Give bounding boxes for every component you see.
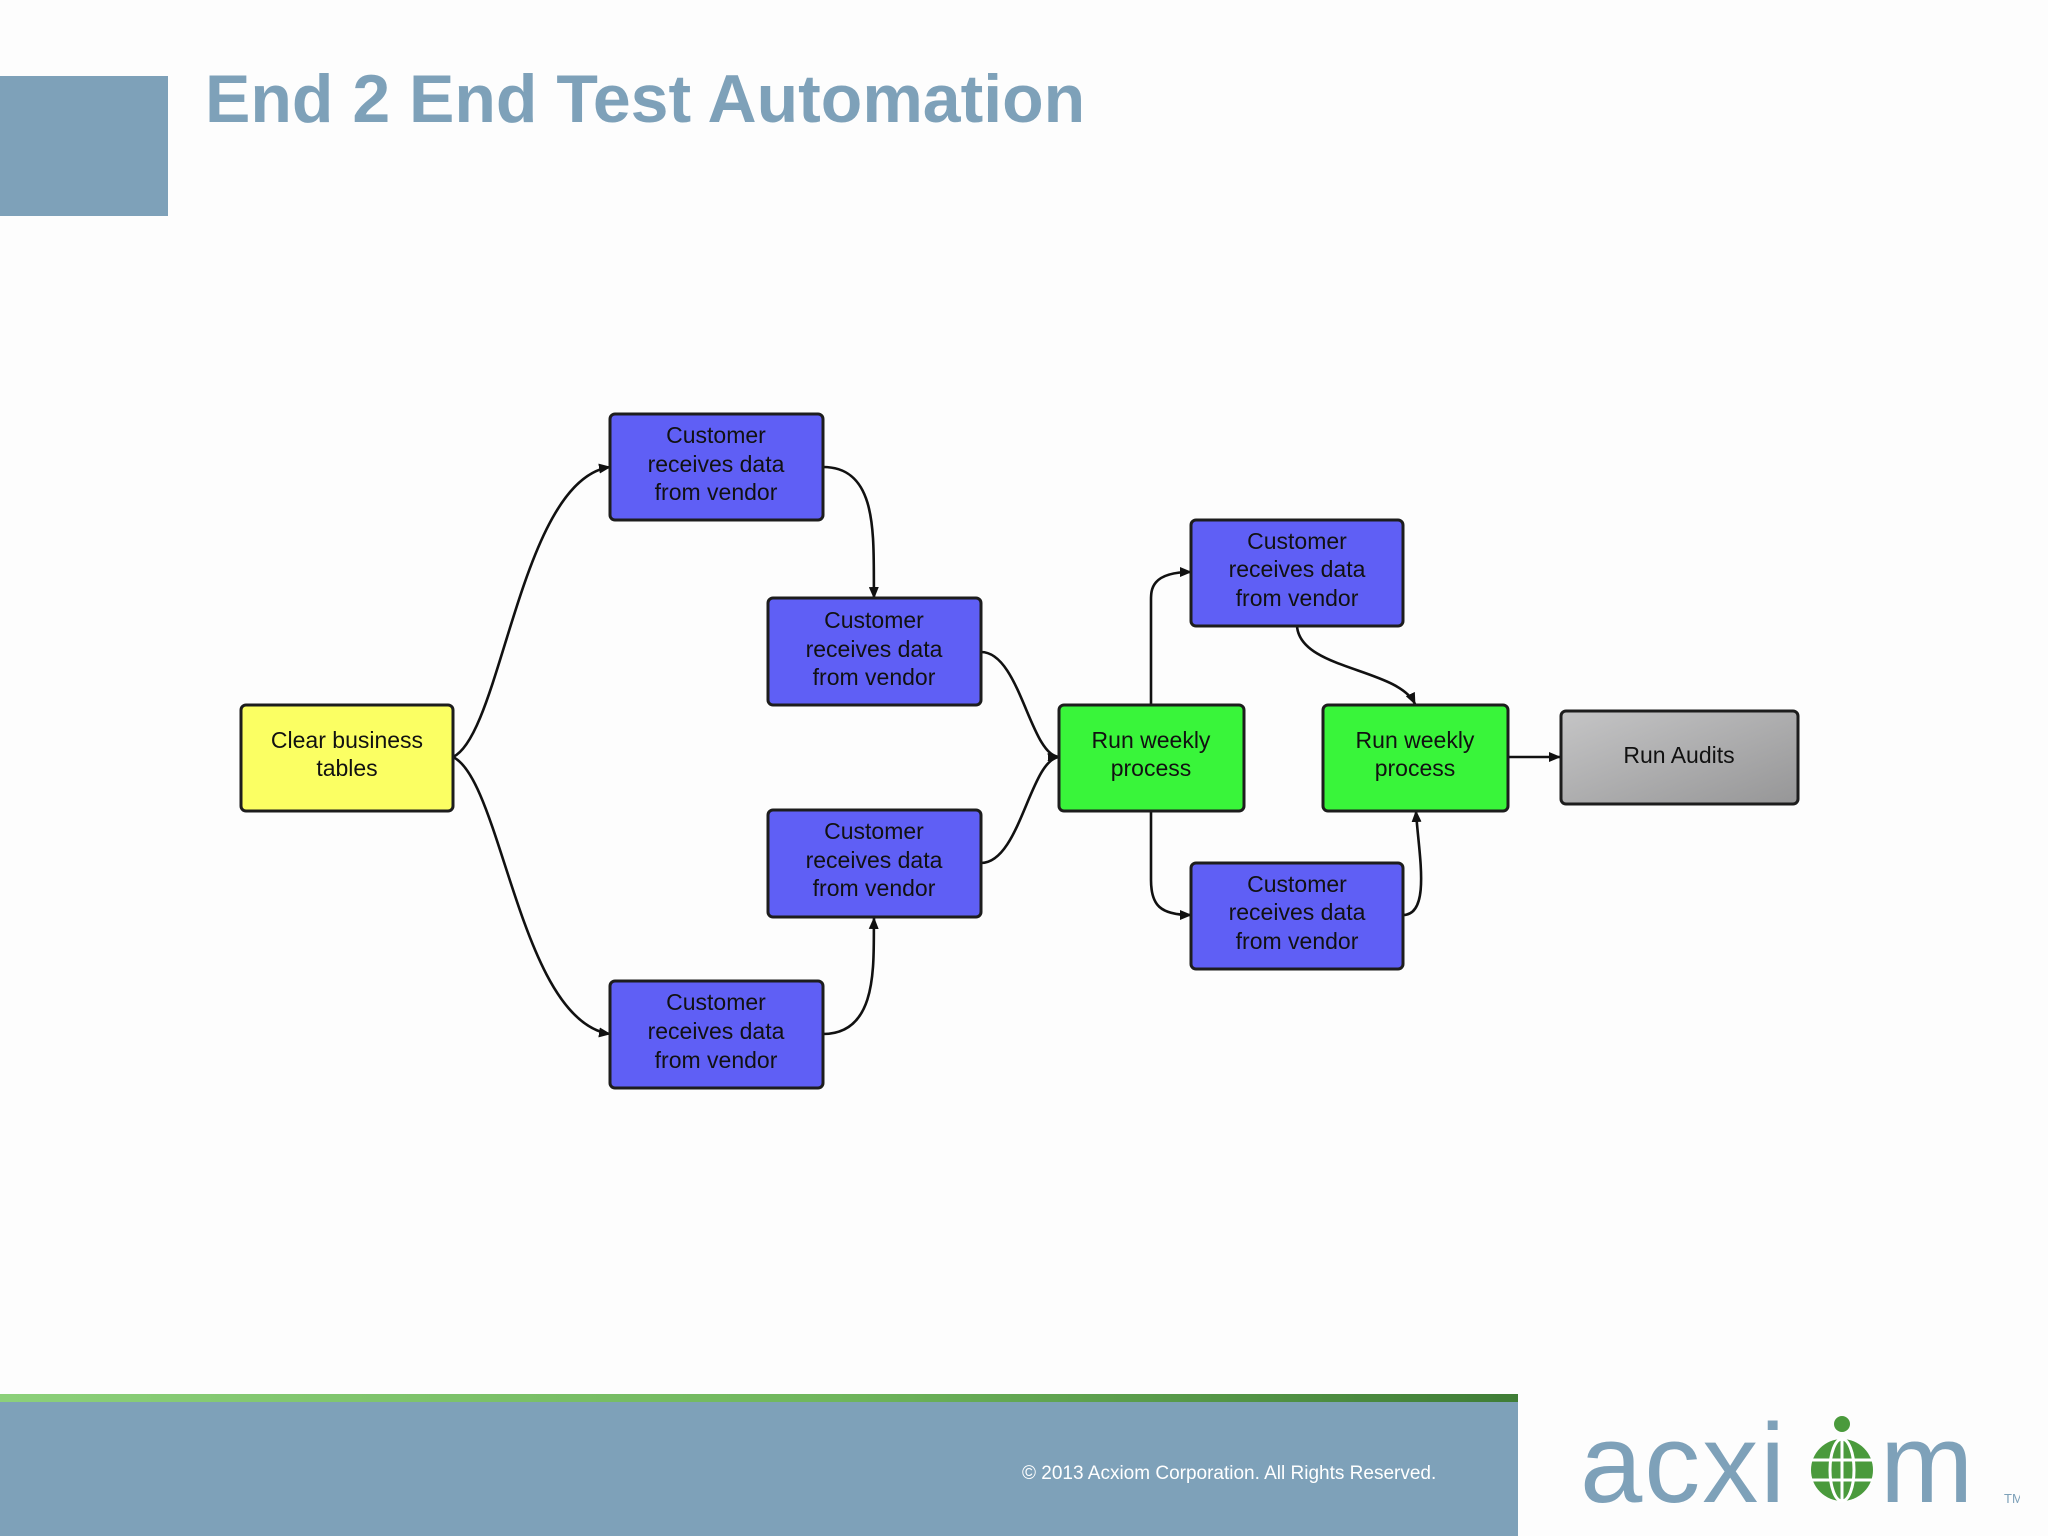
acxiom-logo: acxi m TM xyxy=(1580,1402,2020,1522)
edge-vendor-a-to-vendor-b xyxy=(822,465,879,599)
node-line: Clear business xyxy=(271,727,423,753)
node-shape xyxy=(239,703,455,813)
node-line: Run weekly xyxy=(1092,727,1211,753)
edge-clear-to-vendor-d xyxy=(452,755,611,1038)
trademark-mark: TM xyxy=(2004,1491,2020,1506)
node-line: Customer xyxy=(824,607,924,633)
node-line: from vendor xyxy=(813,664,936,690)
node-shape xyxy=(1321,703,1510,813)
node-line: Run weekly xyxy=(1356,727,1475,753)
node-shape xyxy=(608,412,825,522)
node-vendor-top: Customer receives data from vendor xyxy=(608,412,825,522)
footer-bar xyxy=(0,1402,1518,1536)
nodes: Clear business tables Customer receives … xyxy=(239,412,1800,1090)
node-vendor-right-top: Customer receives data from vendor xyxy=(1189,518,1405,628)
node-shape xyxy=(766,808,983,919)
node-vendor-upper-middle: Customer receives data from vendor xyxy=(766,596,983,707)
node-line: process xyxy=(1375,755,1456,781)
slide-title: End 2 End Test Automation xyxy=(205,61,1086,137)
node-line: receives data xyxy=(648,451,785,477)
edge-vendor-d-to-vendor-c xyxy=(822,917,879,1036)
node-line: receives data xyxy=(806,636,943,662)
node-shape xyxy=(1189,861,1405,971)
node-line: from vendor xyxy=(655,1047,778,1073)
edge-weekly-1-to-vendor-f xyxy=(1149,811,1192,920)
node-line: Customer xyxy=(666,989,766,1015)
node-vendor-right-bottom: Customer receives data from vendor xyxy=(1189,861,1405,971)
edge-vendor-e-to-weekly-2 xyxy=(1295,625,1417,705)
node-line: Customer xyxy=(824,818,924,844)
logo-wordmark-left: acxi xyxy=(1580,1402,1787,1522)
node-line: from vendor xyxy=(813,875,936,901)
edge-vendor-c-to-weekly-1 xyxy=(980,753,1060,865)
node-run-weekly-process-2: Run weekly process xyxy=(1321,703,1510,813)
edge-vendor-b-to-weekly-1 xyxy=(980,650,1060,762)
node-shape xyxy=(1057,703,1246,813)
node-line: process xyxy=(1111,755,1192,781)
node-line: from vendor xyxy=(655,479,778,505)
copyright-text: © 2013 Acxiom Corporation. All Rights Re… xyxy=(1022,1463,1437,1484)
node-clear-business-tables: Clear business tables xyxy=(239,703,455,813)
node-line: Customer xyxy=(666,422,766,448)
node-vendor-bottom: Customer receives data from vendor xyxy=(608,979,825,1090)
node-line: Customer xyxy=(1247,528,1347,554)
node-line: tables xyxy=(316,755,377,781)
node-vendor-lower-middle: Customer receives data from vendor xyxy=(766,808,983,919)
node-line: Customer xyxy=(1247,871,1347,897)
node-shape xyxy=(1189,518,1405,628)
edge-clear-to-vendor-a xyxy=(452,463,611,759)
node-shape xyxy=(766,596,983,707)
node-line: receives data xyxy=(806,847,943,873)
node-shape xyxy=(608,979,825,1090)
edge-weekly-1-to-vendor-e xyxy=(1149,567,1192,704)
node-run-weekly-process-1: Run weekly process xyxy=(1057,703,1246,813)
node-line: receives data xyxy=(1229,556,1366,582)
node-line: from vendor xyxy=(1236,585,1359,611)
globe-icon xyxy=(1811,1416,1873,1503)
node-run-audits: Run Audits xyxy=(1559,709,1800,806)
node-line: from vendor xyxy=(1236,928,1359,954)
title-accent-block xyxy=(0,76,168,216)
node-line: receives data xyxy=(648,1018,785,1044)
logo-wordmark-right: m xyxy=(1880,1402,1975,1522)
node-shape xyxy=(1559,709,1800,806)
node-line: Run Audits xyxy=(1623,742,1734,768)
node-line: receives data xyxy=(1229,899,1366,925)
footer-accent-line xyxy=(0,1394,1518,1402)
edges xyxy=(452,463,1561,1038)
edge-vendor-f-to-weekly-2 xyxy=(1402,810,1423,917)
